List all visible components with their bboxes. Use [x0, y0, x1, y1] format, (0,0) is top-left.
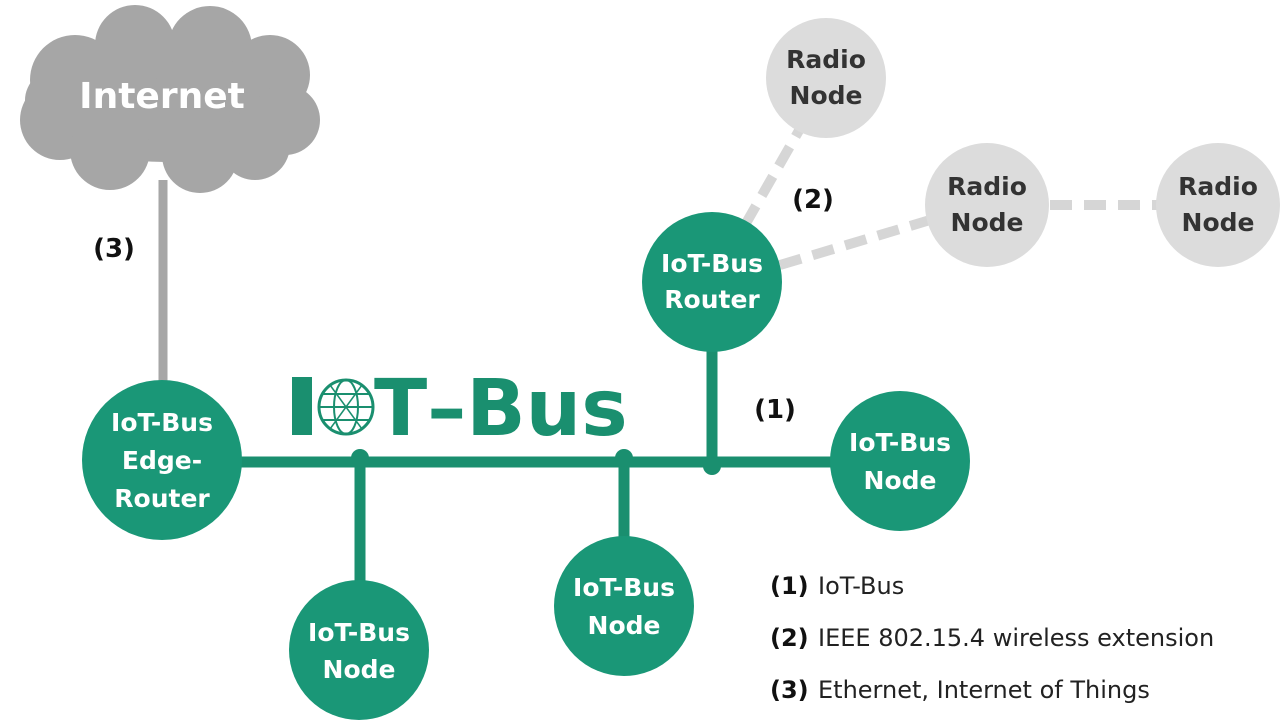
wireless-link-router-radio-top	[740, 117, 810, 228]
radio-node-top[interactable]: Radio Node	[766, 18, 886, 138]
legend-text: Ethernet, Internet of Things	[818, 676, 1150, 704]
marker-2: (2)	[792, 185, 834, 215]
node-label-line1: IoT-Bus	[573, 573, 675, 602]
logo-text: T–Bus	[374, 364, 628, 454]
node-label-line3: Router	[114, 484, 210, 513]
node-label-line2: Node	[1182, 208, 1255, 237]
legend-text: IEEE 802.15.4 wireless extension	[818, 624, 1214, 652]
node-label-line2: Node	[588, 611, 661, 640]
marker-3: (3)	[93, 234, 135, 264]
bus-junction	[615, 449, 633, 467]
node-label-line2: Router	[664, 285, 760, 314]
node-label-line2: Node	[951, 208, 1024, 237]
node-label-line2: Node	[864, 466, 937, 495]
iot-bus-node-bottom-left[interactable]: IoT-Bus Node	[289, 580, 429, 720]
globe-icon	[317, 378, 375, 436]
cloud-label: Internet	[79, 76, 245, 117]
legend: (1) IoT-Bus (2) IEEE 802.15.4 wireless e…	[770, 572, 1214, 704]
node-label-line2: Node	[323, 655, 396, 684]
legend-text: IoT-Bus	[818, 572, 904, 600]
node-label-line1: IoT-Bus	[661, 249, 763, 278]
router-node[interactable]: IoT-Bus Router	[642, 212, 782, 352]
wireless-links	[740, 117, 1160, 270]
internet-cloud	[20, 5, 320, 193]
iot-bus-logo: T–Bus	[292, 364, 628, 454]
legend-item: (3) Ethernet, Internet of Things	[770, 676, 1150, 704]
edge-router-node[interactable]: IoT-Bus Edge- Router	[82, 380, 242, 540]
bus-junction	[351, 449, 369, 467]
node-label-line1: IoT-Bus	[111, 408, 213, 437]
legend-num: (3)	[770, 676, 809, 704]
legend-item: (2) IEEE 802.15.4 wireless extension	[770, 624, 1214, 652]
node-label-line2: Node	[790, 81, 863, 110]
radio-node-mid[interactable]: Radio Node	[925, 143, 1049, 267]
radio-node-right[interactable]: Radio Node	[1156, 143, 1280, 267]
iot-bus-node-right[interactable]: IoT-Bus Node	[830, 391, 970, 531]
node-label-line1: IoT-Bus	[849, 428, 951, 457]
logo-letter-i	[292, 377, 312, 435]
node-label-line1: IoT-Bus	[308, 618, 410, 647]
legend-num: (2)	[770, 624, 809, 652]
iot-bus-node-bottom-mid[interactable]: IoT-Bus Node	[554, 536, 694, 676]
node-label-line1: Radio	[1178, 172, 1258, 201]
iot-bus-lines	[230, 340, 840, 590]
bus-junction	[703, 457, 721, 475]
node-label-line2: Edge-	[122, 446, 202, 475]
legend-item: (1) IoT-Bus	[770, 572, 904, 600]
marker-1: (1)	[754, 395, 796, 425]
node-label-line1: Radio	[947, 172, 1027, 201]
legend-num: (1)	[770, 572, 809, 600]
node-label-line1: Radio	[786, 45, 866, 74]
wireless-link-router-radio-mid	[778, 215, 932, 270]
